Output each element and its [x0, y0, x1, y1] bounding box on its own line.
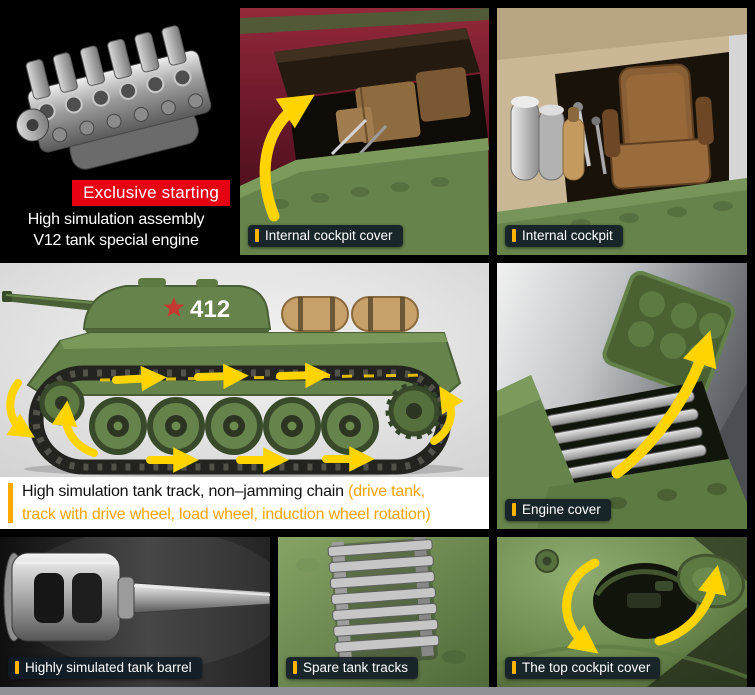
tank-side-photo: 412 — [0, 263, 489, 477]
caption-accent-bar — [512, 661, 516, 674]
caption-internal-cockpit-cover: Internal cockpit cover — [248, 225, 403, 247]
caption-text: The top cockpit cover — [522, 660, 651, 675]
panel-internal-cockpit: Internal cockpit — [497, 8, 747, 255]
tank-track-caption: High simulation tank track, non–jamming … — [0, 477, 489, 529]
engine-cover-photo — [497, 263, 747, 529]
caption-text: Highly simulated tank barrel — [25, 660, 192, 675]
ammo-cylinders — [510, 96, 585, 181]
engine-illustration — [16, 25, 212, 170]
caption-accent-bar — [512, 229, 516, 242]
panel-spare-tracks: Spare tank tracks — [278, 537, 489, 687]
caption-line2-orange: track with drive wheel, load wheel, indu… — [22, 506, 431, 523]
caption-text: Internal cockpit — [522, 228, 613, 243]
curved-arrow-icon — [611, 330, 717, 479]
panel-internal-cockpit-cover: Internal cockpit cover — [240, 8, 489, 255]
rotation-arrows — [562, 558, 727, 654]
caption-accent-bar — [15, 661, 19, 674]
cockpit-cover-photo — [240, 8, 489, 255]
exclusive-starting-badge: Exclusive starting — [72, 180, 230, 206]
caption-top-cockpit-cover: The top cockpit cover — [505, 657, 661, 679]
engine-description: High simulation assembly V12 tank specia… — [0, 209, 232, 251]
panel-v12-engine: Exclusive starting High simulation assem… — [0, 8, 232, 255]
caption-accent-bar — [512, 503, 516, 516]
caption-spare-tracks: Spare tank tracks — [286, 657, 419, 679]
turret-number: 412 — [190, 296, 230, 323]
driver-seat — [602, 63, 714, 190]
cockpit-photo — [497, 8, 747, 255]
caption-accent-bar — [255, 229, 259, 242]
engine-description-line2: V12 tank special engine — [33, 232, 199, 249]
caption-line1: High simulation tank track, non–jamming … — [22, 480, 430, 503]
caption-line1-black: High simulation tank track, non–jamming … — [22, 483, 344, 500]
caption-text: Engine cover — [522, 502, 601, 517]
panel-tank-track: 412 — [0, 263, 489, 529]
panel-tank-barrel: Highly simulated tank barrel — [0, 537, 270, 687]
panel-top-cockpit-cover: The top cockpit cover — [497, 537, 747, 687]
tank-barrel-photo — [0, 537, 270, 687]
road-wheels — [89, 397, 379, 455]
fuel-drums — [281, 296, 419, 332]
engine-description-line1: High simulation assembly — [27, 211, 205, 228]
caption-engine-cover: Engine cover — [505, 499, 611, 521]
cockpit-crates — [335, 67, 471, 144]
rotation-arrows — [6, 362, 464, 473]
caption-accent-bar — [293, 661, 297, 674]
hatch-opening — [593, 563, 697, 639]
red-star-icon — [163, 297, 185, 317]
muzzle-brake — [3, 552, 121, 642]
v12-engine-photo — [16, 25, 212, 170]
curved-arrow-icon — [259, 94, 315, 222]
caption-tank-barrel: Highly simulated tank barrel — [8, 657, 202, 679]
tank-track-caption-text: High simulation tank track, non–jamming … — [22, 480, 431, 526]
caption-accent-bar — [8, 483, 13, 523]
caption-text: Internal cockpit cover — [265, 228, 393, 243]
caption-internal-cockpit: Internal cockpit — [505, 225, 623, 247]
track-link-stack — [327, 537, 440, 666]
panel-engine-cover: Engine cover — [497, 263, 747, 529]
caption-text: Spare tank tracks — [303, 660, 409, 675]
bottom-edge-strip — [0, 687, 755, 695]
caption-line1-orange: (drive tank, — [343, 483, 425, 500]
